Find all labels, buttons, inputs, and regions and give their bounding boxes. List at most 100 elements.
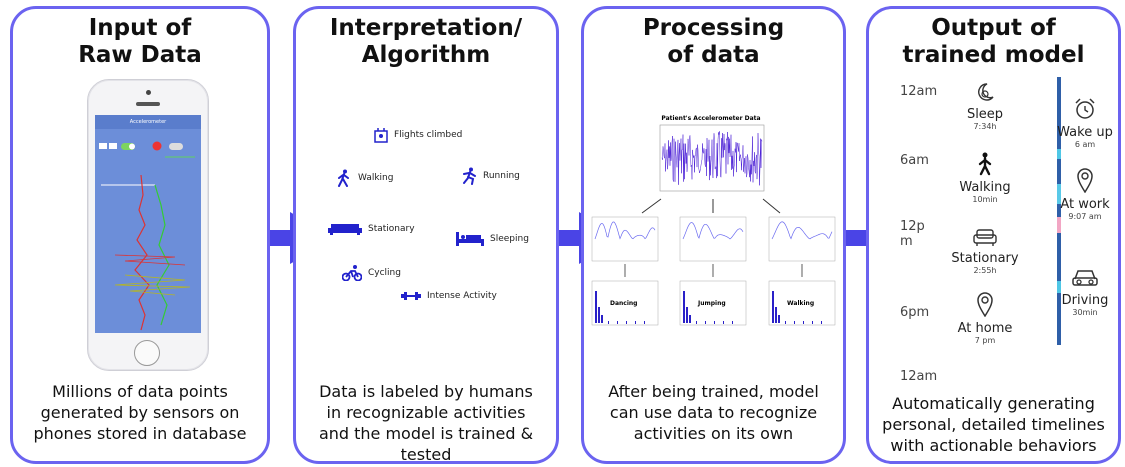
walking-icon (338, 169, 349, 187)
dumbbell-icon (401, 292, 421, 300)
histogram-bar (598, 307, 600, 323)
activity-flights-climbed: Flights climbed (374, 127, 462, 143)
panel-caption: Data is labeled by humans in recognizabl… (318, 382, 534, 464)
smartphone-image: Accelerometer (87, 79, 209, 371)
item-name: At work (1060, 197, 1110, 212)
activity-label: Cycling (368, 268, 401, 278)
histogram-bar (689, 315, 691, 323)
activity-sleeping: Sleeping (456, 232, 529, 246)
histogram-bar (635, 321, 636, 324)
panel-raw-data: Input of Raw Data Accelerometer (10, 6, 270, 464)
histogram-bar (683, 291, 685, 323)
histogram-bar (686, 307, 688, 323)
item-name: Stationary (951, 251, 1019, 266)
running-icon (463, 167, 476, 185)
item-detail: 6 am (1074, 140, 1096, 149)
home-button (134, 340, 160, 366)
item-name: Sleep (966, 107, 1004, 122)
item-detail: 10min (972, 195, 998, 204)
signal-trace (661, 131, 763, 186)
sofa-icon (328, 224, 362, 235)
accelerometer-signal (661, 131, 763, 186)
timeline-item-at-home: At home 7 pm (945, 291, 1025, 345)
panel-title: Interpretation/ Algorithm (329, 15, 523, 68)
activity-running: Running (461, 167, 520, 185)
timeline-item-stationary: Stationary 2:55h (945, 227, 1025, 275)
activity-label: Flights climbed (394, 130, 463, 140)
bicycle-icon (342, 265, 362, 281)
time-label: 6am (900, 153, 929, 168)
connector-line (762, 198, 781, 214)
histogram-bar (794, 321, 795, 324)
panel-title: Processing of data (642, 15, 785, 68)
sub-chart-trace (682, 222, 744, 240)
location-pin-icon (977, 292, 993, 318)
histogram-bar (812, 321, 813, 324)
panel-caption: Automatically generating personal, detai… (882, 394, 1105, 455)
sub-chart-frame (768, 216, 836, 262)
histogram-bar (723, 321, 724, 324)
activity-chart-label: Dancing (610, 300, 637, 307)
histogram-bar (608, 321, 609, 324)
panel-algorithm: Interpretation/ Algorithm Flights climbe… (293, 6, 559, 464)
activity-chart-label: Jumping (697, 300, 726, 307)
timeline-segment (1057, 184, 1061, 204)
activity-intense: Intense Activity (401, 291, 497, 301)
histogram-bar (595, 291, 597, 323)
panel-caption: After being trained, model can use data … (608, 382, 819, 443)
item-name: Walking (959, 180, 1011, 195)
main-chart-frame (659, 124, 765, 192)
walking-icon (978, 152, 992, 176)
activity-walking: Walking (336, 169, 393, 187)
alarm-clock-icon (1075, 98, 1095, 119)
histogram-bar (732, 321, 733, 324)
histogram-bar (714, 321, 715, 324)
panel-caption: Millions of data points generated by sen… (33, 382, 247, 443)
stairs-icon (374, 128, 388, 143)
panel-processing: Processing of data Patient's Acceleromet… (581, 6, 846, 464)
histogram-bar (617, 321, 618, 324)
sub-chart-trace (771, 221, 833, 240)
time-label: 6pm (900, 305, 930, 320)
item-detail: 2:55h (973, 266, 997, 275)
item-name: At home (957, 321, 1013, 336)
time-label: 12am (900, 84, 938, 99)
histogram-bar (626, 321, 627, 324)
histogram-bar (705, 321, 706, 324)
histogram-bar (821, 321, 822, 324)
timeline-item-wake-up: Wake up 6 am (1045, 97, 1118, 149)
histogram-bar (775, 307, 777, 323)
bed-icon (456, 232, 484, 246)
activity-label: Intense Activity (427, 291, 497, 301)
item-name: Wake up (1057, 125, 1113, 140)
activity-label: Sleeping (490, 234, 529, 244)
activity-cycling: Cycling (342, 265, 401, 281)
car-icon (1072, 270, 1098, 286)
phone-screen: Accelerometer (95, 115, 201, 333)
activity-stationary: Stationary (328, 223, 415, 235)
timeline-segment (1057, 217, 1061, 233)
panel-title: Input of Raw Data (78, 15, 202, 68)
item-detail: 7 pm (974, 336, 996, 345)
histogram-bar (778, 315, 780, 323)
sub-chart-trace (594, 221, 656, 240)
processing-diagram: Patient's Accelerometer Data Dancing Jump… (591, 115, 836, 326)
activity-label: Running (483, 171, 520, 181)
histogram-bar (772, 291, 774, 323)
histogram-frame (591, 280, 659, 326)
main-chart-title: Patient's Accelerometer Data (661, 115, 760, 122)
histogram-bar (644, 321, 645, 324)
timeline-item-sleep: Sleep 7:34h (945, 81, 1025, 131)
item-name: Driving (1061, 293, 1109, 308)
item-detail: 7:34h (973, 122, 997, 131)
activity-label: Walking (358, 173, 394, 183)
histogram-bar (803, 321, 804, 324)
location-pin-icon (1077, 168, 1093, 194)
timeline-item-at-work: At work 9:07 am (1045, 167, 1118, 221)
timeline-segment (1057, 149, 1061, 159)
activity-chart-label: Walking (787, 300, 814, 307)
timeline-item-driving: Driving 30min (1045, 267, 1118, 317)
timeline-segment (1057, 281, 1061, 293)
histogram-bar (696, 321, 697, 324)
camera-dot (146, 90, 151, 95)
